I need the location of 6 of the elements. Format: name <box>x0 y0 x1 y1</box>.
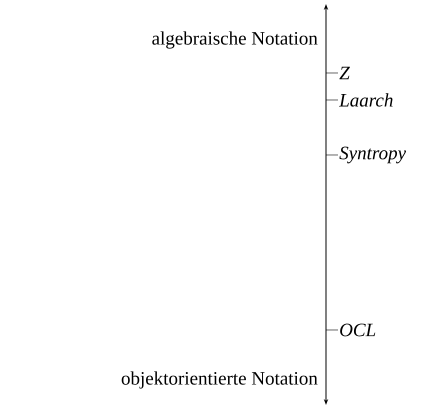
notation-label: Z <box>339 66 350 80</box>
axis-end-label: objektorientierte Notation <box>122 371 318 389</box>
notation-label: OCL <box>340 324 376 336</box>
notation-label: Syntropy <box>339 146 406 164</box>
axis-end-label: algebraische Notation <box>152 31 318 49</box>
notation-label: Laarch <box>338 93 393 107</box>
